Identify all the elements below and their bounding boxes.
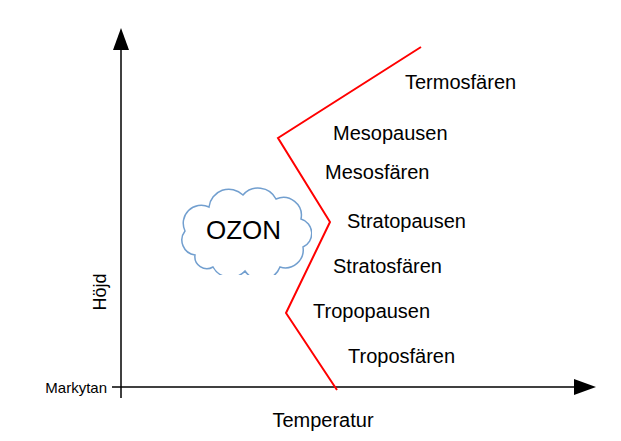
origin-label: Markytan [45,380,107,395]
layer-name: Troposfären [348,346,455,366]
cloud-label: OZON [206,217,281,243]
temperature-axis [112,386,578,388]
axis-title: Temperatur [272,410,373,430]
ozone-cloud: OZON [175,185,312,275]
layer-name: Termosfären [405,72,516,92]
layer-name: Stratosfären [333,256,442,276]
height-axis [120,46,122,398]
layer-name: Tropopausen [313,301,430,321]
axis-title: Höjd [91,273,109,310]
axis-arrowhead [574,379,596,395]
layer-name: Stratopausen [347,211,466,231]
axis-arrowhead [113,28,129,50]
layer-name: Mesopausen [333,123,448,143]
layer-name: Mesosfären [325,162,430,182]
